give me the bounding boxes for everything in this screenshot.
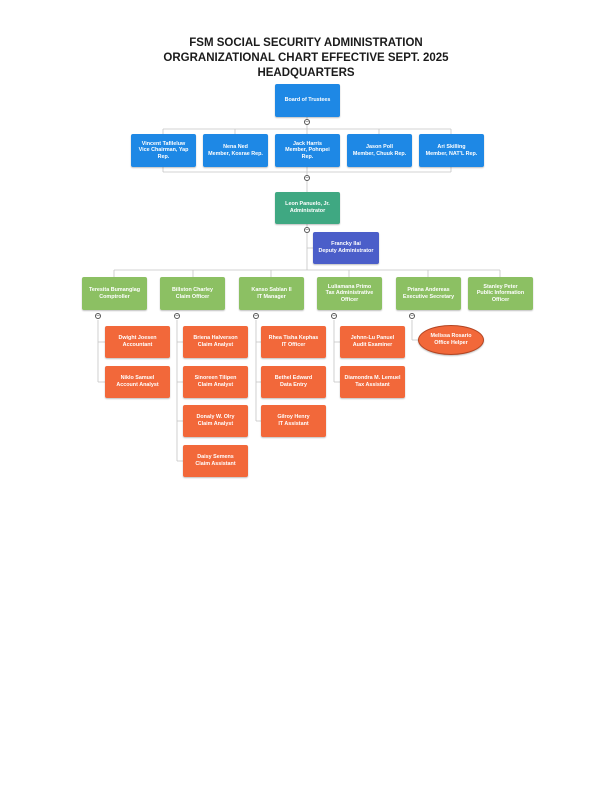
node-name: Kanso Sablan II xyxy=(251,286,292,293)
node-name: Francky Ilai xyxy=(331,241,361,248)
trustee-node[interactable]: Nena Ned Member, Kosrae Rep. xyxy=(203,134,268,167)
node-name: Teresita Bumanglag xyxy=(88,286,141,293)
collapse-toggle-icon[interactable]: − xyxy=(95,313,101,319)
trustee-node[interactable]: Vincent Tafileluw Vice Chairman, Yap Rep… xyxy=(131,134,196,167)
title-line-2: ORGRANIZATIONAL CHART EFFECTIVE SEPT. 20… xyxy=(163,52,449,64)
node-name: Luliamana Primo xyxy=(327,283,372,290)
node-name: Briena Halverson xyxy=(193,335,238,342)
node-role: Officer xyxy=(491,296,510,303)
node-role: Executive Secretary xyxy=(402,293,455,300)
node-name: Niklo Samuel xyxy=(120,375,155,382)
board-of-trustees-node[interactable]: Board of Trustees xyxy=(275,84,340,117)
node-role: Member, Pohnpei xyxy=(285,147,330,154)
node-role: Account Analyst xyxy=(116,382,159,388)
collapse-toggle-icon[interactable]: − xyxy=(304,227,310,233)
collapse-toggle-icon[interactable]: − xyxy=(304,119,310,125)
staff-node[interactable]: Bethel Edward Data Entry xyxy=(261,366,326,398)
node-role: Deputy Administrator xyxy=(318,248,374,254)
node-name: Diamondra M. Lemuel xyxy=(344,375,401,382)
node-name: Jason Poll xyxy=(366,143,393,150)
node-role: Claim Analyst xyxy=(197,382,234,388)
node-role: IT Manager xyxy=(257,293,286,300)
chart-title: FSM SOCIAL SECURITY ADMINISTRATION ORGRA… xyxy=(0,36,612,81)
node-name: Bethel Edward xyxy=(274,375,313,382)
node-role: IT Officer xyxy=(281,342,306,348)
node-name: Priana Andereas xyxy=(407,286,450,293)
node-role: Tax Administrative xyxy=(325,290,374,297)
staff-node[interactable]: Niklo Samuel Account Analyst xyxy=(105,366,170,398)
title-line-3: HEADQUARTERS xyxy=(257,67,355,79)
staff-node[interactable]: Jehnn-Lu Panuel Audit Examiner xyxy=(340,326,405,358)
node-role: Claim Analyst xyxy=(197,342,234,348)
staff-node[interactable]: Gilroy Henry IT Assistant xyxy=(261,405,326,437)
node-role: Accountant xyxy=(122,342,153,348)
node-role: Data Entry xyxy=(280,382,307,388)
node-role: Tax Assistant xyxy=(355,382,390,388)
node-name: Dwight Joesen xyxy=(118,335,157,342)
manager-node[interactable]: Teresita Bumanglag Comptroller xyxy=(82,277,147,310)
node-name: Vincent Tafileluw xyxy=(141,140,186,147)
collapse-toggle-icon[interactable]: − xyxy=(253,313,259,319)
node-name: Melissa Rosario xyxy=(430,333,472,340)
node-role: Member, NAT'L Rep. xyxy=(425,150,478,157)
deputy-administrator-node[interactable]: Francky Ilai Deputy Administrator xyxy=(313,232,379,264)
node-name: Rhea Tisha Kephas xyxy=(268,335,319,342)
node-role: Rep. xyxy=(301,153,314,160)
node-role: Public Information xyxy=(476,290,525,297)
node-name: Gilroy Henry xyxy=(277,414,310,421)
node-name: Stanley Peter xyxy=(483,283,518,290)
manager-node[interactable]: Billston Charley Claim Officer xyxy=(160,277,225,310)
staff-node[interactable]: Daisy Semens Claim Assistant xyxy=(183,445,248,477)
node-role: Office Helper xyxy=(434,340,468,346)
trustee-node[interactable]: Jason Poll Member, Chuuk Rep. xyxy=(347,134,412,167)
node-role: Rep. xyxy=(157,153,170,160)
node-name: Billston Charley xyxy=(171,286,214,293)
staff-node[interactable]: Briena Halverson Claim Analyst xyxy=(183,326,248,358)
node-role: Officer xyxy=(340,296,359,303)
administrator-node[interactable]: Leon Panuelo, Jr. Administrator xyxy=(275,192,340,224)
collapse-toggle-icon[interactable]: − xyxy=(331,313,337,319)
manager-node[interactable]: Stanley Peter Public Information Officer xyxy=(468,277,533,310)
manager-node[interactable]: Luliamana Primo Tax Administrative Offic… xyxy=(317,277,382,310)
collapse-toggle-icon[interactable]: − xyxy=(409,313,415,319)
node-name: Sinoreen Tilipen xyxy=(194,375,237,382)
staff-node[interactable]: Donaly W. Olry Claim Analyst xyxy=(183,405,248,437)
node-role: Administrator xyxy=(289,208,326,214)
manager-node[interactable]: Kanso Sablan II IT Manager xyxy=(239,277,304,310)
node-role: Claim Officer xyxy=(175,293,210,300)
node-name: Nena Ned xyxy=(223,143,248,150)
manager-node[interactable]: Priana Andereas Executive Secretary xyxy=(396,277,461,310)
collapse-toggle-icon[interactable]: − xyxy=(304,175,310,181)
staff-node[interactable]: Dwight Joesen Accountant xyxy=(105,326,170,358)
node-name: Daisy Semens xyxy=(197,454,234,461)
node-role: Member, Chuuk Rep. xyxy=(352,150,407,157)
title-line-1: FSM SOCIAL SECURITY ADMINISTRATION xyxy=(189,37,423,49)
node-role: Vice Chairman, Yap xyxy=(138,147,189,154)
node-name: Ari Skilling xyxy=(437,143,466,150)
staff-node[interactable]: Sinoreen Tilipen Claim Analyst xyxy=(183,366,248,398)
node-role: Claim Assistant xyxy=(195,461,236,467)
node-role: Comptroller xyxy=(99,293,130,300)
node-role: IT Assistant xyxy=(278,421,309,427)
node-name: Donaly W. Olry xyxy=(196,414,235,421)
node-name: Board of Trustees xyxy=(284,97,331,104)
node-role: Audit Examiner xyxy=(352,342,393,348)
trustee-node[interactable]: Ari Skilling Member, NAT'L Rep. xyxy=(419,134,484,167)
trustee-node[interactable]: Jack Harris Member, Pohnpei Rep. xyxy=(275,134,340,167)
node-role: Member, Kosrae Rep. xyxy=(208,150,263,157)
node-role: Claim Analyst xyxy=(197,421,234,427)
node-name: Jehnn-Lu Panuel xyxy=(350,335,395,342)
staff-node[interactable]: Rhea Tisha Kephas IT Officer xyxy=(261,326,326,358)
staff-node[interactable]: Melissa Rosario Office Helper xyxy=(418,325,484,355)
node-name: Leon Panuelo, Jr. xyxy=(285,201,330,208)
node-name: Jack Harris xyxy=(292,140,323,147)
staff-node[interactable]: Diamondra M. Lemuel Tax Assistant xyxy=(340,366,405,398)
collapse-toggle-icon[interactable]: − xyxy=(174,313,180,319)
